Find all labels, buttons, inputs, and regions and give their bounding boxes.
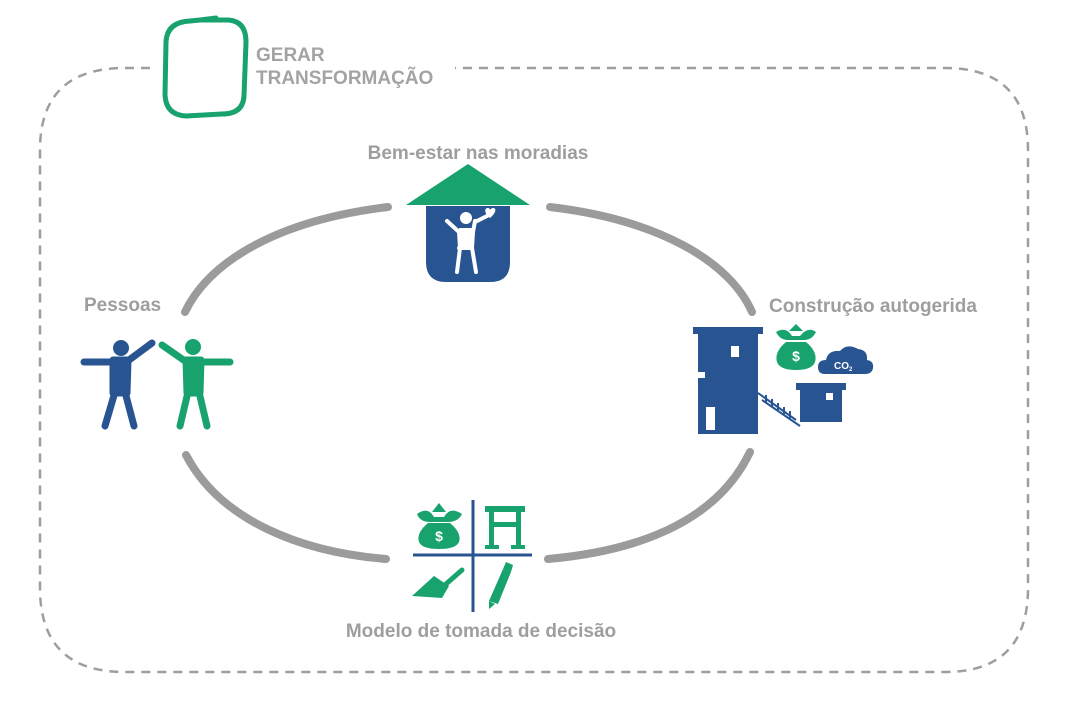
node-label-bottom: Modelo de tomada de decisão: [346, 621, 616, 642]
node-label-left: Pessoas: [84, 295, 161, 316]
money-bag-icon: $: [776, 324, 816, 370]
dashed-frame: [38, 66, 1030, 674]
title-line-1: GERAR: [256, 45, 325, 66]
house-wellbeing-icon: [406, 164, 530, 282]
arc-bottom-left: [182, 451, 390, 563]
arc-top-left: [181, 203, 392, 316]
money-bag-small-icon: $: [417, 503, 462, 549]
title-line-2: TRANSFORMAÇÃO: [256, 67, 433, 89]
decision-model-icon: $: [412, 500, 532, 612]
node-label-right: Construção autogerida: [769, 296, 977, 317]
co2-cloud-icon: CO2: [818, 346, 874, 374]
trowel-icon: [412, 567, 465, 598]
co2-label: CO2: [834, 361, 853, 373]
title-logo-icon: [162, 15, 249, 119]
arc-bottom-right: [544, 448, 754, 563]
person-green-icon: [158, 339, 234, 430]
buildings-icon: [693, 327, 846, 434]
money-bag-symbol: $: [792, 348, 800, 364]
cycle-ring: [181, 203, 756, 563]
gate-icon: [485, 506, 525, 549]
node-label-top: Bem-estar nas moradias: [368, 143, 589, 164]
money-bag-small-symbol: $: [435, 528, 443, 544]
arc-top-right: [546, 203, 756, 316]
pen-icon: [489, 562, 513, 609]
person-blue-icon: [80, 339, 156, 430]
